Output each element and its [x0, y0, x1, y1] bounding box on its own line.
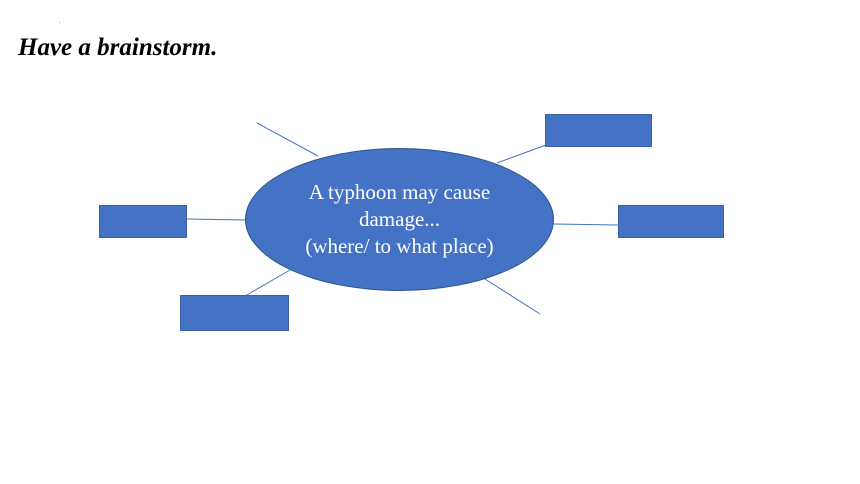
stray-dot [59, 22, 60, 23]
central-idea-ellipse: A typhoon may cause damage... (where/ to… [245, 148, 554, 291]
central-idea-line-1: A typhoon may cause [308, 180, 491, 204]
connector-lower-left [244, 269, 291, 297]
central-idea-line-2: damage... [358, 207, 441, 231]
answer-box-left[interactable] [99, 205, 187, 238]
central-idea-line-3: (where/ to what place) [305, 234, 494, 258]
answer-box-right[interactable] [618, 205, 724, 238]
connector-upper-right [496, 144, 547, 164]
slide-title: Have a brainstorm. [18, 34, 218, 61]
connector-right [552, 223, 619, 226]
connector-upper-left [256, 122, 319, 157]
connector-lower-right [484, 278, 541, 315]
answer-box-top-right[interactable] [545, 114, 652, 147]
connector-left [186, 218, 247, 221]
answer-box-bottom-left[interactable] [180, 295, 289, 331]
